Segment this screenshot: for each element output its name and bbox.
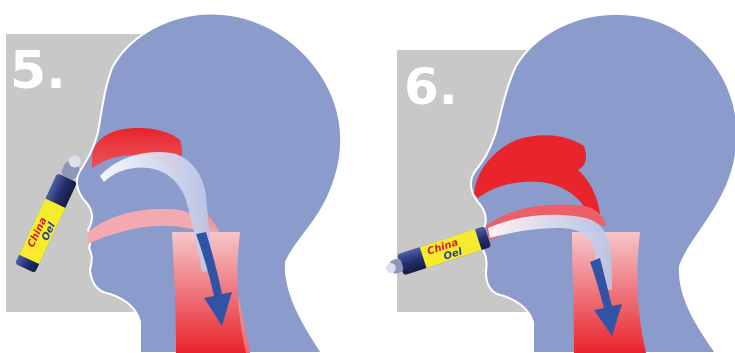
step-6-panel: 6. China Oel [383,14,735,353]
step-5-panel: 5. China Oel [6,14,341,353]
step-number-label: 5. [10,41,66,101]
step-number-label: 6. [404,58,458,116]
